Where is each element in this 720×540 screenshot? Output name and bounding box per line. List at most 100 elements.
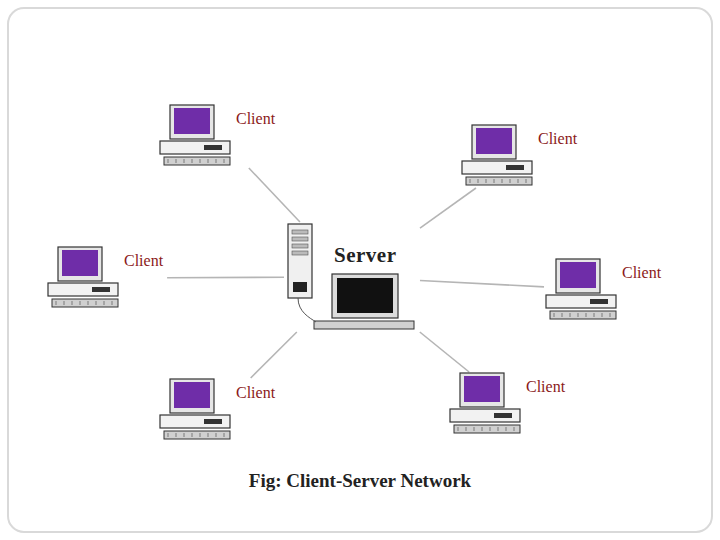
key-line <box>200 433 201 437</box>
client-label: Client <box>124 252 163 270</box>
system-unit <box>546 295 616 308</box>
system-unit <box>48 283 118 296</box>
system-unit <box>462 161 532 174</box>
drive-bay <box>292 251 308 255</box>
monitor-screen <box>560 262 596 288</box>
monitor-screen <box>476 128 512 154</box>
key-line <box>192 433 193 437</box>
key-line <box>104 301 105 305</box>
figure-caption: Fig: Client-Server Network <box>0 470 720 492</box>
server-icon <box>284 222 418 332</box>
keyboard <box>164 157 230 165</box>
drive-bay <box>292 244 308 248</box>
key-line <box>470 179 471 183</box>
key-line <box>184 433 185 437</box>
key-line <box>208 433 209 437</box>
key-line <box>112 301 113 305</box>
monitor-screen <box>464 376 500 402</box>
keyboard <box>164 431 230 439</box>
monitor-body <box>170 105 214 139</box>
key-line <box>64 301 65 305</box>
key-line <box>578 313 579 317</box>
server-label: Server <box>334 244 396 267</box>
drive-slot <box>494 413 512 418</box>
network-link <box>249 168 300 222</box>
key-line <box>602 313 603 317</box>
key-line <box>518 179 519 183</box>
key-line <box>208 159 209 163</box>
key-line <box>562 313 563 317</box>
computer-icon <box>460 124 536 188</box>
key-line <box>176 159 177 163</box>
key-line <box>176 433 177 437</box>
key-line <box>200 159 201 163</box>
drive-slot <box>590 299 608 304</box>
computer-icon <box>544 258 620 322</box>
client-computer: Client <box>158 104 279 168</box>
key-line <box>88 301 89 305</box>
system-unit <box>450 409 520 422</box>
key-line <box>80 301 81 305</box>
network-link <box>167 276 284 278</box>
server-screen <box>337 278 393 313</box>
computer-icon <box>158 104 234 168</box>
monitor-body <box>556 259 600 293</box>
keyboard <box>52 299 118 307</box>
server-tower <box>288 224 312 298</box>
keyboard <box>466 177 532 185</box>
drive-bay <box>292 230 308 234</box>
key-line <box>216 159 217 163</box>
computer-icon <box>46 246 122 310</box>
system-unit <box>160 141 230 154</box>
key-line <box>56 301 57 305</box>
network-link <box>420 281 544 287</box>
drive-bay <box>292 237 308 241</box>
key-line <box>478 179 479 183</box>
computer-icon <box>158 378 234 442</box>
monitor-body <box>472 125 516 159</box>
key-line <box>184 159 185 163</box>
key-line <box>502 179 503 183</box>
monitor-screen <box>174 382 210 408</box>
key-line <box>72 301 73 305</box>
client-label: Client <box>538 130 577 148</box>
key-line <box>526 179 527 183</box>
frame-border <box>8 8 712 532</box>
key-line <box>490 427 491 431</box>
key-line <box>514 427 515 431</box>
key-line <box>224 159 225 163</box>
network-link <box>420 332 469 372</box>
server-monitor <box>332 274 398 318</box>
monitor-body <box>170 379 214 413</box>
computer-icon <box>448 372 524 436</box>
key-line <box>570 313 571 317</box>
drive-slot <box>204 145 222 150</box>
key-line <box>506 427 507 431</box>
client-computer: Client <box>46 246 167 310</box>
server-computer: Server <box>284 222 420 332</box>
key-line <box>216 433 217 437</box>
key-line <box>510 179 511 183</box>
key-line <box>96 301 97 305</box>
key-line <box>458 427 459 431</box>
key-line <box>466 427 467 431</box>
drive-slot <box>506 165 524 170</box>
system-unit <box>160 415 230 428</box>
tower-panel <box>293 282 307 292</box>
network-link <box>251 332 297 378</box>
client-computer: Client <box>544 258 665 322</box>
monitor-body <box>460 373 504 407</box>
key-line <box>486 179 487 183</box>
network-link <box>420 188 476 228</box>
key-line <box>586 313 587 317</box>
key-line <box>168 159 169 163</box>
key-line <box>474 427 475 431</box>
key-line <box>594 313 595 317</box>
drive-slot <box>92 287 110 292</box>
key-line <box>482 427 483 431</box>
keyboard <box>550 311 616 319</box>
client-computer: Client <box>448 372 569 436</box>
client-label: Client <box>236 110 275 128</box>
